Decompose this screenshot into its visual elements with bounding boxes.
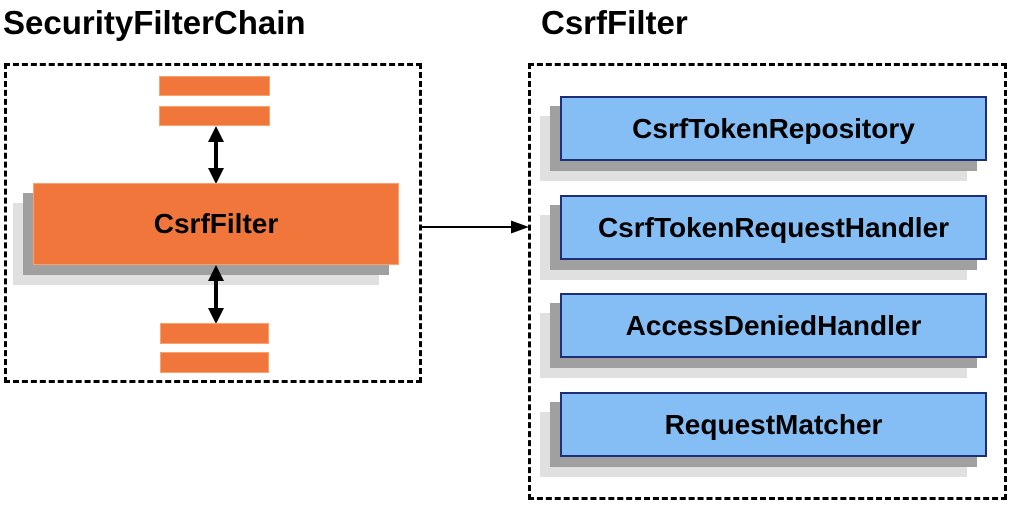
component-box-csrf-token-repository: CsrfTokenRepository xyxy=(560,96,987,161)
component-box-request-matcher: RequestMatcher xyxy=(560,392,987,457)
filter-bar xyxy=(160,323,269,344)
right-arrow-icon xyxy=(422,220,529,234)
csrf-filter-components-panel xyxy=(528,63,1007,500)
double-arrow-icon xyxy=(208,126,224,184)
csrf-filter-title: CsrfFilter xyxy=(541,4,688,41)
filter-bar xyxy=(159,106,270,126)
component-box-access-denied-handler: AccessDeniedHandler xyxy=(560,293,987,358)
component-box-csrf-token-request-handler: CsrfTokenRequestHandler xyxy=(560,195,987,260)
double-arrow-icon xyxy=(208,265,224,324)
filter-bar xyxy=(159,76,270,96)
security-filter-chain-title: SecurityFilterChain xyxy=(3,4,306,41)
csrf-filter-box: CsrfFilter xyxy=(33,183,399,265)
filter-bar xyxy=(160,352,269,373)
security-filter-chain-panel xyxy=(4,63,422,383)
